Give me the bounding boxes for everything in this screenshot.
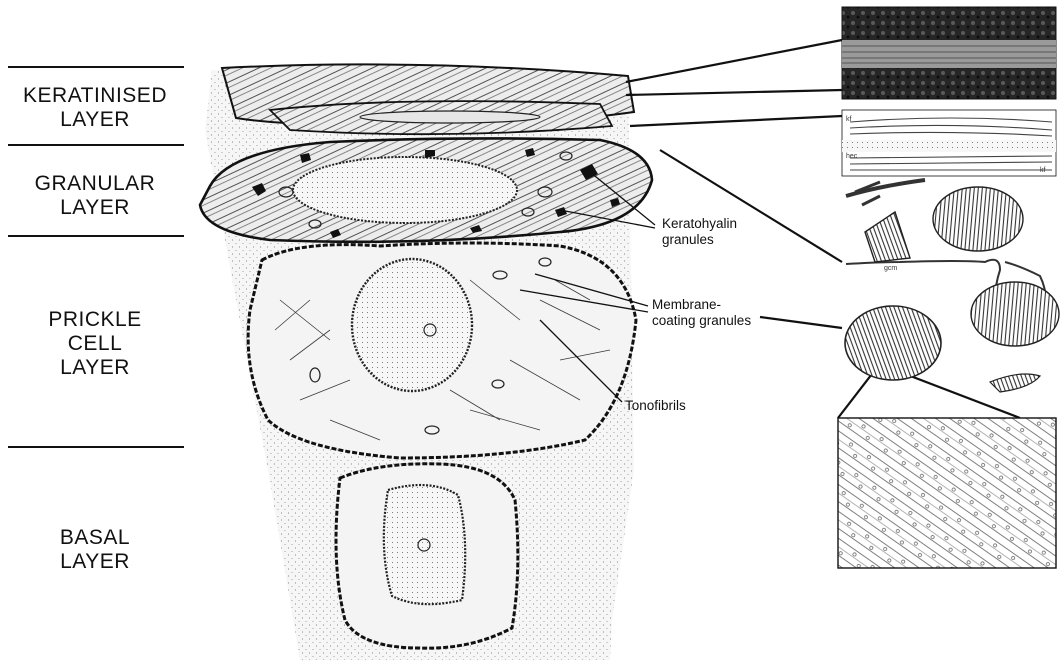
label-line: coating granules bbox=[652, 313, 751, 329]
label-keratohyalin-granules: Keratohyalin granules bbox=[662, 216, 737, 248]
inset-tag-hec: hec bbox=[846, 153, 858, 160]
lamellar-granule bbox=[933, 187, 1023, 251]
lattice-inset bbox=[838, 418, 1056, 568]
granule-discharge-inset: gcm bbox=[845, 180, 1059, 392]
inset-tag-kf-top: kf bbox=[846, 116, 852, 123]
lamellar-granule bbox=[865, 212, 910, 262]
label-tonofibrils: Tonofibrils bbox=[625, 398, 686, 414]
basal-nucleus bbox=[384, 485, 465, 604]
label-line: Tonofibrils bbox=[625, 398, 686, 414]
lamellar-granule bbox=[845, 306, 941, 380]
label-line: Keratohyalin bbox=[662, 216, 737, 232]
keratin-granular-band bbox=[842, 140, 1056, 152]
label-line: Membrane- bbox=[652, 297, 751, 313]
label-membrane-coating-granules: Membrane- coating granules bbox=[652, 297, 751, 329]
flattened-nucleus-remnant bbox=[360, 111, 540, 123]
lamellar-granule bbox=[971, 282, 1059, 346]
prickle-nucleus bbox=[352, 259, 472, 391]
lamellar-fragment bbox=[990, 374, 1040, 392]
inset-tag-kf-bottom: kf bbox=[1040, 167, 1046, 174]
label-line: granules bbox=[662, 232, 737, 248]
inset-tag-gcm: gcm bbox=[884, 265, 897, 272]
granular-nucleus bbox=[293, 157, 517, 223]
micrograph-band bbox=[842, 40, 1056, 68]
